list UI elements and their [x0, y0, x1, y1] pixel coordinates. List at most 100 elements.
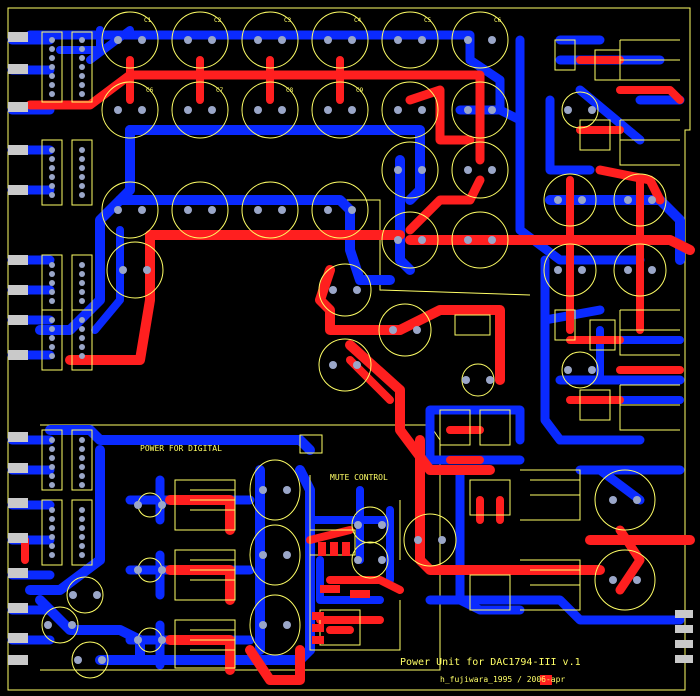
capacitor-mute-1 [351, 506, 389, 544]
connector-pin [49, 437, 55, 443]
via [283, 551, 291, 559]
connector-pin [49, 46, 55, 52]
capacitor-right-5 [543, 173, 597, 227]
capacitor-row2-4 [311, 81, 369, 139]
capacitor-c41 [66, 576, 104, 614]
via [394, 106, 402, 114]
via [464, 166, 472, 174]
capacitor-c42 [41, 606, 79, 644]
via [438, 536, 446, 544]
via [134, 636, 142, 644]
capacitor-mid-3 [318, 338, 372, 392]
connector-pin [79, 165, 85, 171]
connector-pin [79, 192, 85, 198]
capacitor-c40 [249, 524, 301, 586]
via [418, 106, 426, 114]
connector-pin [49, 464, 55, 470]
via [348, 206, 356, 214]
capacitor-right-4 [451, 211, 509, 269]
capacitor-c1 [101, 11, 159, 69]
via [158, 636, 166, 644]
via [98, 656, 106, 664]
capacitor-row2-6 [451, 81, 509, 139]
via [353, 361, 361, 369]
via [278, 106, 286, 114]
via [488, 166, 496, 174]
via [254, 106, 262, 114]
via [648, 266, 656, 274]
via [588, 106, 596, 114]
via [138, 206, 146, 214]
via [74, 656, 82, 664]
capacitor-row3-4 [311, 181, 369, 239]
connector-pin [49, 82, 55, 88]
via [254, 36, 262, 44]
silk-text: POWER FOR DIGITAL MUTE CONTROL Power Uni… [140, 444, 581, 684]
via [394, 36, 402, 44]
connector-pin [49, 507, 55, 513]
via [134, 566, 142, 574]
connector-pin [49, 73, 55, 79]
via [464, 36, 472, 44]
connector-pin [79, 534, 85, 540]
board-outline [7, 7, 691, 691]
via [554, 196, 562, 204]
capacitor-mute-2 [351, 541, 389, 579]
mute-control-label: MUTE CONTROL [330, 473, 388, 482]
connector-pin [79, 437, 85, 443]
capacitor-c6 [451, 11, 509, 69]
connector-pin [49, 335, 55, 341]
capacitor-c5 [381, 11, 439, 69]
capacitor-ref-label: C8 [286, 87, 294, 94]
capacitor-row3-1 [101, 181, 159, 239]
capacitor-row2-1 [101, 81, 159, 139]
connector-pin [79, 317, 85, 323]
connector-pin [79, 46, 85, 52]
connector-pin [79, 516, 85, 522]
connector-pin [79, 64, 85, 70]
via [329, 286, 337, 294]
capacitor-ref-label: C6 [494, 17, 502, 24]
via [488, 106, 496, 114]
via [414, 536, 422, 544]
via [348, 106, 356, 114]
connector-pin [79, 507, 85, 513]
capacitor-mid-1 [318, 263, 372, 317]
via [464, 236, 472, 244]
connector-pin [79, 543, 85, 549]
connector-pin [79, 183, 85, 189]
capacitor-row2-2 [171, 81, 229, 139]
via [158, 566, 166, 574]
connector-pin [49, 317, 55, 323]
connector-pin [49, 280, 55, 286]
via [119, 266, 127, 274]
via [418, 36, 426, 44]
via [114, 36, 122, 44]
connector-pin [49, 326, 55, 332]
capacitor-lower-2 [594, 469, 656, 531]
connector-pin [49, 534, 55, 540]
connector-pin [79, 262, 85, 268]
connector-pin [79, 446, 85, 452]
via [283, 486, 291, 494]
connector-pin [49, 516, 55, 522]
capacitor-lower-3 [594, 549, 656, 611]
top-copper [21, 56, 695, 685]
via [633, 496, 641, 504]
connector-pin [49, 165, 55, 171]
via [184, 36, 192, 44]
connector-pin [79, 353, 85, 359]
via [283, 621, 291, 629]
board-credit: h_fujiwara_1995 / 2006-apr [440, 675, 565, 684]
via [69, 591, 77, 599]
connector-pin [49, 344, 55, 350]
connector-pin [49, 525, 55, 531]
via [259, 486, 267, 494]
connector-pin [79, 280, 85, 286]
capacitor-ref-label: C5 [424, 17, 432, 24]
via [324, 106, 332, 114]
connector-pin [79, 289, 85, 295]
connector-pin [49, 353, 55, 359]
via [389, 326, 397, 334]
